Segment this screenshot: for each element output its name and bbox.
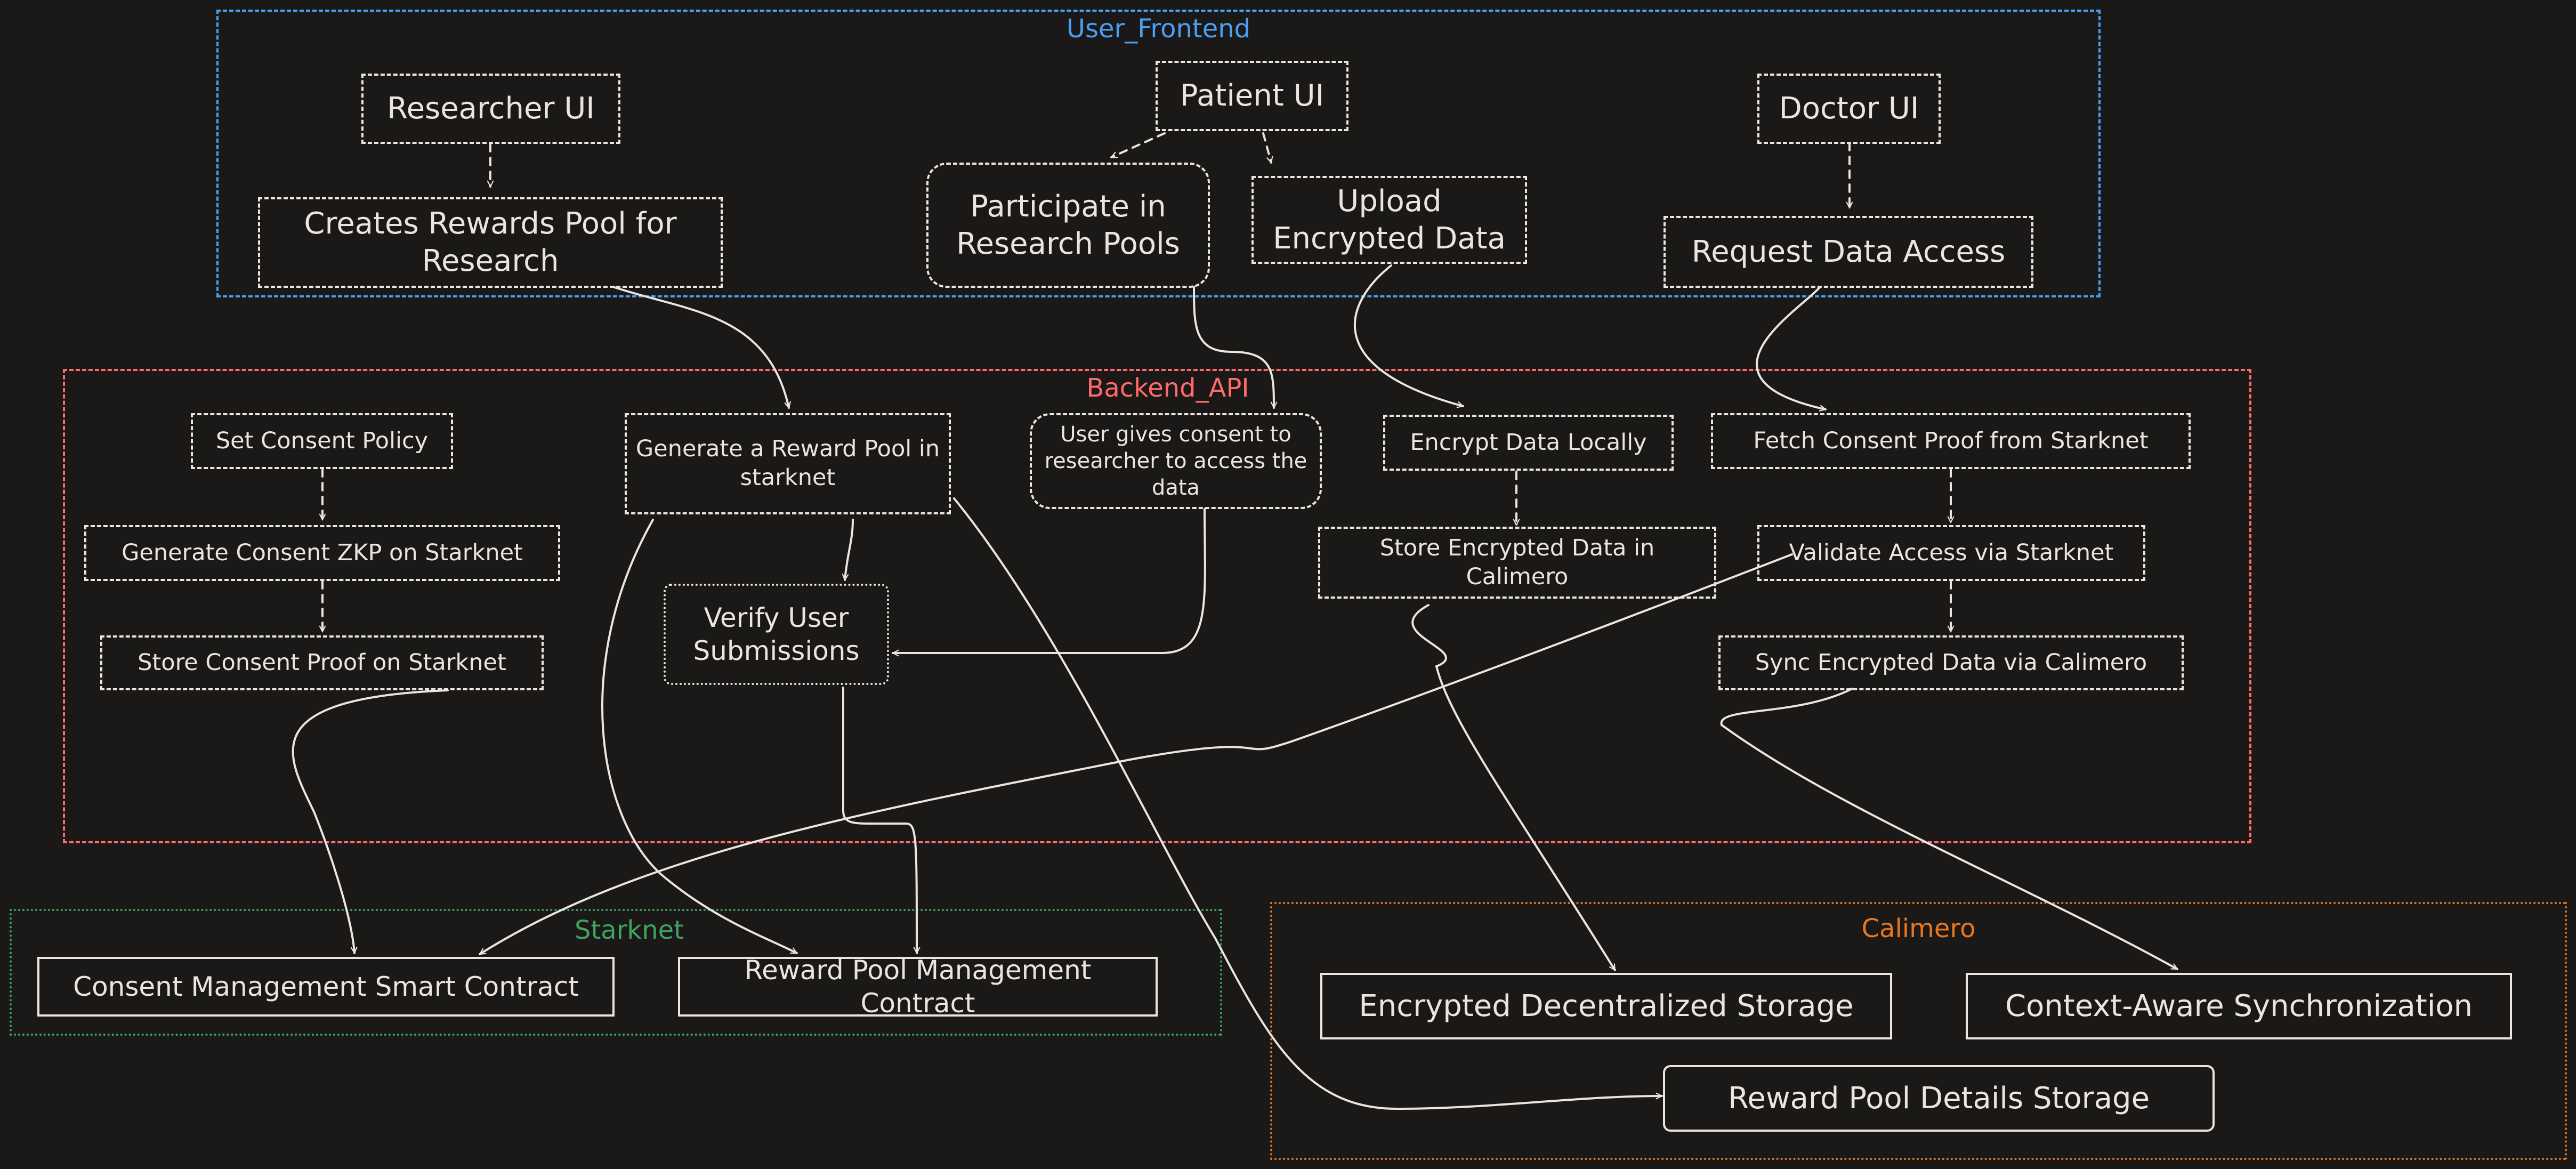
encrypted-decentralized-storage-node[interactable]: Encrypted Decentralized Storage [1320, 973, 1892, 1039]
context-aware-sync-node[interactable]: Context-Aware Synchronization [1966, 973, 2512, 1039]
upload-encrypted-data-node[interactable]: Upload Encrypted Data [1251, 176, 1527, 264]
request-data-access-node[interactable]: Request Data Access [1664, 216, 2033, 288]
generate-consent-zkp-node[interactable]: Generate Consent ZKP on Starknet [84, 525, 560, 581]
creates-rewards-pool-node[interactable]: Creates Rewards Pool for Research [258, 197, 723, 288]
store-consent-proof-node[interactable]: Store Consent Proof on Starknet [100, 635, 544, 690]
user-gives-consent-node[interactable]: User gives consent to researcher to acce… [1030, 413, 1322, 509]
fetch-consent-proof-node[interactable]: Fetch Consent Proof from Starknet [1711, 413, 2191, 469]
consent-management-contract-node[interactable]: Consent Management Smart Contract [37, 957, 615, 1017]
sync-encrypted-data-node[interactable]: Sync Encrypted Data via Calimero [1718, 635, 2184, 690]
reward-pool-contract-node[interactable]: Reward Pool Management Contract [678, 955, 1158, 1019]
patient-ui-node[interactable]: Patient UI [1156, 61, 1348, 131]
reward-pool-details-storage-node[interactable]: Reward Pool Details Storage [1663, 1065, 2215, 1132]
group-user-frontend-label: User_Frontend [1066, 14, 1251, 44]
validate-access-starknet-node[interactable]: Validate Access via Starknet [1757, 525, 2145, 581]
generate-reward-pool-node[interactable]: Generate a Reward Pool in starknet [625, 413, 951, 514]
group-user-frontend: User_Frontend [216, 10, 2101, 297]
encrypt-data-locally-node[interactable]: Encrypt Data Locally [1383, 415, 1674, 471]
group-calimero-label: Calimero [1861, 914, 1976, 944]
doctor-ui-node[interactable]: Doctor UI [1757, 74, 1941, 144]
group-starknet-label: Starknet [574, 915, 684, 945]
set-consent-policy-node[interactable]: Set Consent Policy [191, 413, 453, 469]
store-encrypted-data-calimero-node[interactable]: Store Encrypted Data in Calimero [1318, 527, 1716, 599]
group-backend-api-label: Backend_API [1086, 373, 1249, 403]
participate-research-pools-node[interactable]: Participate in Research Pools [926, 163, 1210, 288]
verify-user-submissions-node[interactable]: Verify User Submissions [664, 584, 889, 685]
researcher-ui-node[interactable]: Researcher UI [361, 74, 620, 144]
